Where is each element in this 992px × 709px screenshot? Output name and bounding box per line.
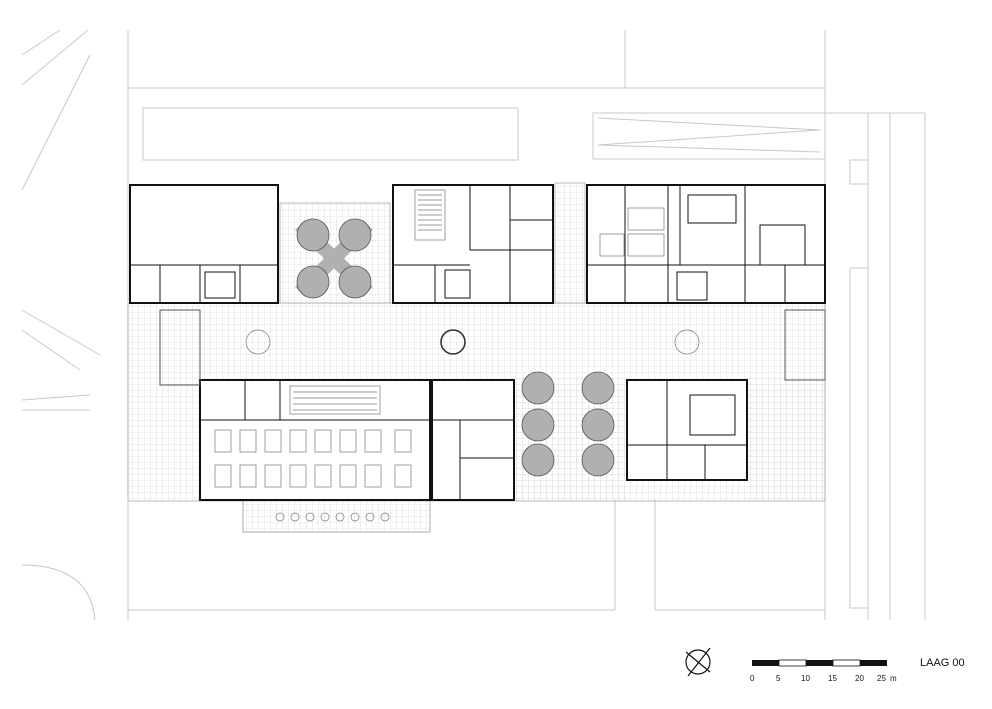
round-bench <box>440 329 466 355</box>
interior-walls <box>130 185 825 500</box>
tree-icon <box>521 408 555 442</box>
tree-icon <box>338 265 372 299</box>
furniture <box>214 189 700 522</box>
round-bench <box>674 329 700 355</box>
scale-label-10: 10 <box>801 674 810 683</box>
tree-icon <box>338 218 372 252</box>
tree-icon <box>581 408 615 442</box>
site-context <box>21 29 926 621</box>
scale-label-0: 0 <box>750 674 755 683</box>
tree-icon <box>521 443 555 477</box>
tree-icon <box>581 443 615 477</box>
round-bench <box>245 329 271 355</box>
scale-unit: m <box>890 674 897 683</box>
tree-icon <box>296 218 330 252</box>
tree-icon <box>521 371 555 405</box>
scale-label-5: 5 <box>776 674 781 683</box>
scale-label-20: 20 <box>855 674 864 683</box>
trees <box>295 218 615 477</box>
sheet-title: LAAG 00 <box>920 657 965 669</box>
north-arrow-icon <box>685 647 711 677</box>
scale-label-15: 15 <box>828 674 837 683</box>
scale-bar: 0 5 10 15 20 25 m <box>750 659 897 683</box>
tree-icon <box>581 371 615 405</box>
tree-icon <box>296 265 330 299</box>
scale-label-25: 25 <box>877 674 886 683</box>
classroom-tables <box>214 429 412 488</box>
terrace-seating <box>275 512 390 522</box>
